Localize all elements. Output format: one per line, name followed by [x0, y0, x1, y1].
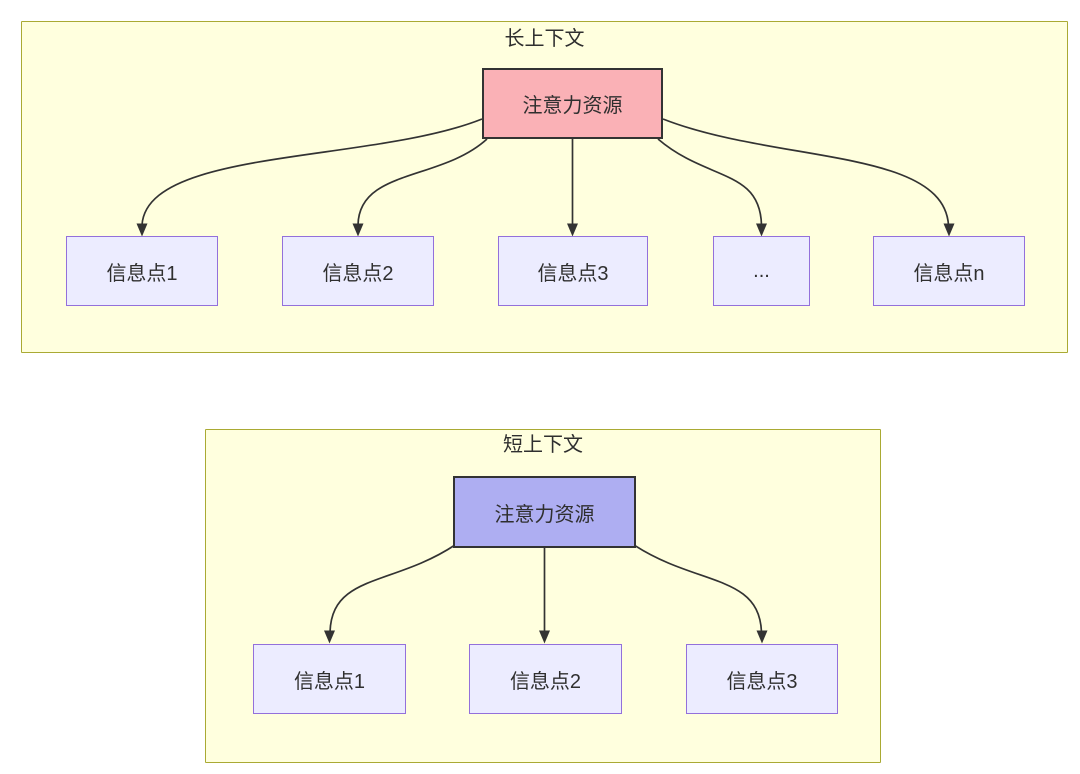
- long-info-node-ellipsis: ...: [713, 236, 810, 306]
- short-context-title: 短上下文: [503, 434, 583, 456]
- long-info-node-n: 信息点n: [873, 236, 1025, 306]
- long-info-label-n: 信息点n: [913, 262, 985, 285]
- short-attention-resource-node: 注意力资源: [453, 476, 636, 548]
- long-info-node-3: 信息点3: [498, 236, 648, 306]
- short-info-node-3: 信息点3: [686, 644, 838, 714]
- long-attention-resource-node: 注意力资源: [482, 68, 663, 139]
- short-info-node-1: 信息点1: [253, 644, 406, 714]
- long-context-title: 长上下文: [504, 28, 585, 50]
- long-info-label-2: 信息点2: [322, 262, 394, 285]
- long-info-label-1: 信息点1: [106, 262, 178, 285]
- long-info-node-2: 信息点2: [282, 236, 434, 306]
- short-info-node-2: 信息点2: [469, 644, 622, 714]
- short-info-label-2: 信息点2: [509, 670, 582, 693]
- long-info-node-1: 信息点1: [66, 236, 218, 306]
- short-attention-resource-label: 注意力资源: [494, 503, 595, 526]
- short-info-label-3: 信息点3: [726, 670, 798, 693]
- long-attention-resource-label: 注意力资源: [522, 95, 623, 117]
- long-info-label-3: 信息点3: [537, 262, 609, 285]
- long-info-label-ellipsis: ...: [753, 259, 770, 282]
- short-info-label-1: 信息点1: [293, 670, 366, 693]
